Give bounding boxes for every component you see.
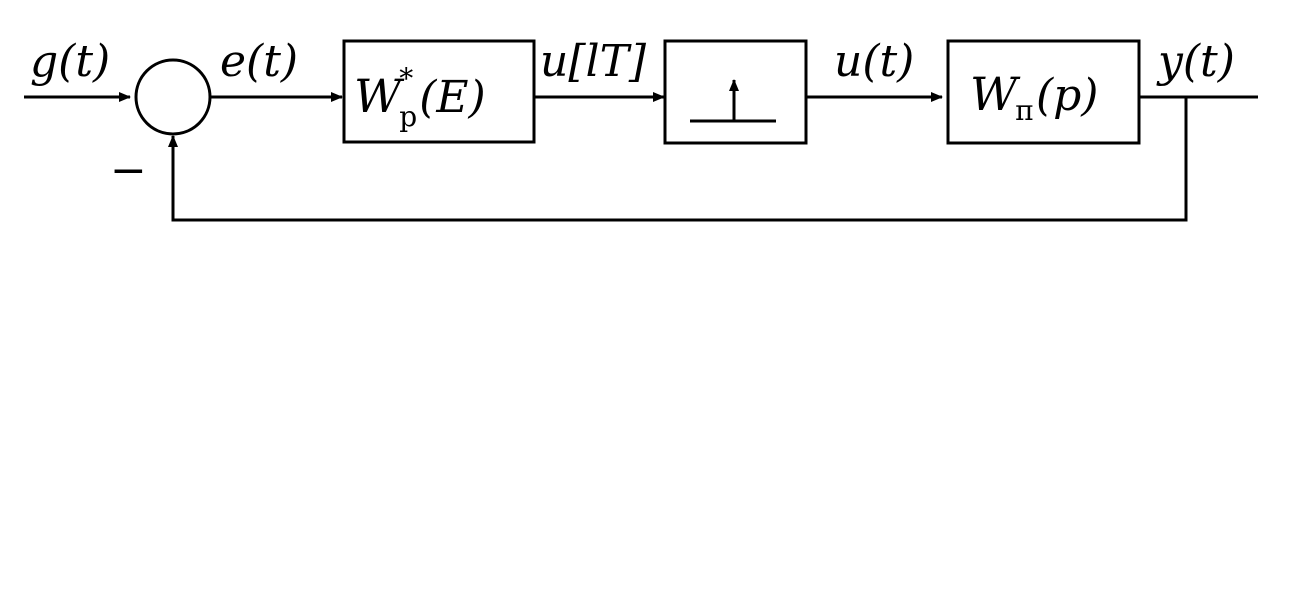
controller-block — [342, 39, 536, 144]
feedback-wire — [168, 97, 1188, 222]
input-label: g(t) — [30, 36, 110, 87]
control-label: u(t) — [834, 36, 914, 87]
hold-impulse-icon — [690, 79, 776, 123]
plant-transfer-function: Wп(p) — [970, 67, 1098, 127]
feedback-sign: − — [110, 145, 147, 196]
error-label: e(t) — [220, 36, 298, 87]
controller-transfer-function: W*р(E) — [354, 62, 486, 133]
summing-junction — [134, 58, 212, 136]
plant-block — [946, 39, 1141, 145]
output-label: y(t) — [1156, 36, 1235, 87]
discrete-control-label: u[lT] — [540, 36, 647, 87]
